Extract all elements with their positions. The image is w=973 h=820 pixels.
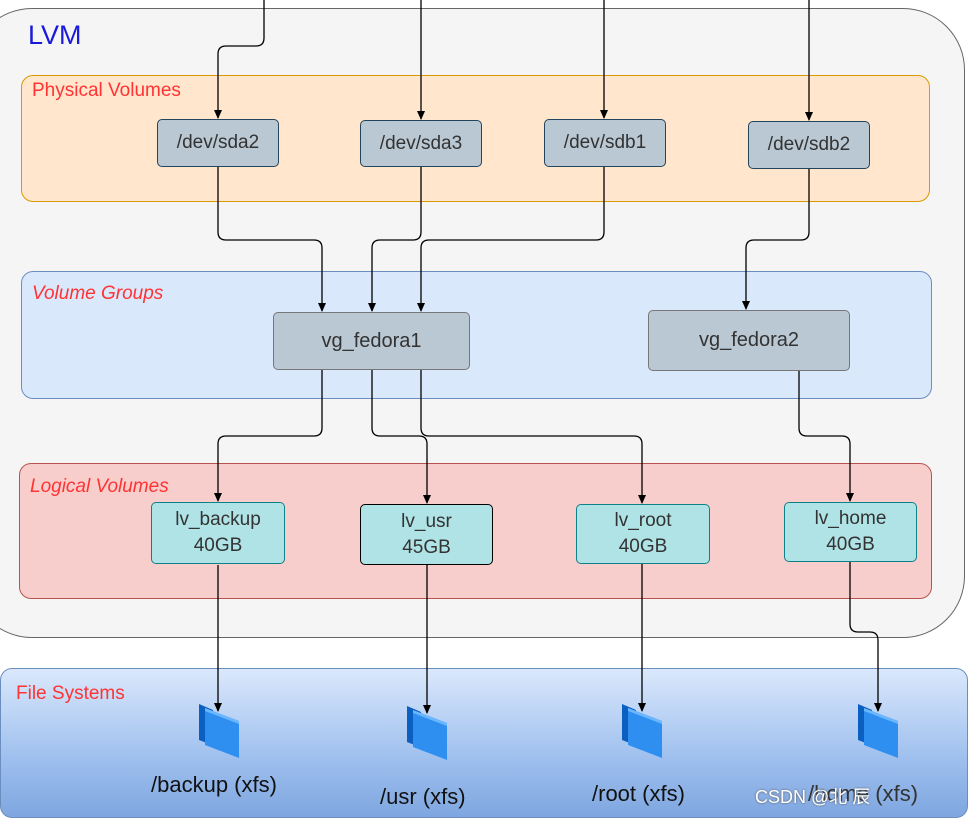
lv-backup-size: 40GB (193, 535, 243, 556)
wire-vg2-home (798, 371, 854, 502)
lv-home-name: lv_home (814, 508, 887, 530)
lvm-title: LVM (28, 20, 82, 50)
lv-home-size: 40GB (826, 534, 875, 555)
lv-usr-size: 45GB (402, 536, 451, 558)
vg-fedora1[interactable]: vg_fedora1 (273, 312, 470, 370)
lv-usr[interactable]: lv_usr 45GB (360, 504, 493, 565)
lv-root-name: lv_root (614, 510, 672, 532)
lv-root-size: 40GB (618, 536, 668, 557)
volume-groups-label: Volume Groups (32, 283, 164, 304)
wire-vg1-backup (214, 370, 323, 502)
fs-label-root: /root (xfs) (592, 781, 685, 806)
wire-sda3-vg1 (368, 167, 422, 312)
wire-sdb2-vg2 (742, 169, 810, 310)
fs-label-home: /home (xfs) (808, 781, 919, 806)
csdn-watermark: CSDN @北 辰 (755, 787, 871, 807)
logical-volumes-label: Logical Volumes (30, 476, 169, 497)
wire-vg1-usr (371, 370, 431, 504)
file-systems-label: File Systems (16, 683, 125, 704)
folder-icon (199, 704, 239, 758)
wire-vg1-root (420, 370, 646, 504)
pv-dev-sda3[interactable]: /dev/sda3 (360, 120, 482, 167)
lv-usr-name: lv_usr (401, 510, 452, 532)
lv-backup-name: lv_backup (175, 509, 261, 531)
pv-dev-sdb1[interactable]: /dev/sdb1 (544, 119, 666, 167)
lv-backup[interactable]: lv_backup 40GB (151, 502, 285, 564)
folder-icon (622, 704, 662, 758)
vg-fedora2[interactable]: vg_fedora2 (648, 310, 850, 371)
pv-dev-sda2[interactable]: /dev/sda2 (157, 119, 279, 167)
fs-label-backup: /backup (xfs) (151, 772, 277, 797)
wire-sdb1-vg1 (417, 167, 605, 312)
lv-home[interactable]: lv_home 40GB (784, 502, 917, 562)
wire-home-fs (849, 562, 882, 712)
input-wire-sda2 (214, 0, 265, 119)
folder-icon (858, 704, 898, 758)
wire-sda2-vg1 (217, 167, 326, 312)
lv-root[interactable]: lv_root 40GB (576, 504, 710, 564)
fs-label-usr: /usr (xfs) (380, 784, 466, 809)
file-systems-band (0, 668, 968, 818)
physical-volumes-label: Physical Volumes (32, 80, 181, 101)
folder-icon (407, 706, 447, 760)
pv-dev-sdb2[interactable]: /dev/sdb2 (748, 121, 870, 169)
